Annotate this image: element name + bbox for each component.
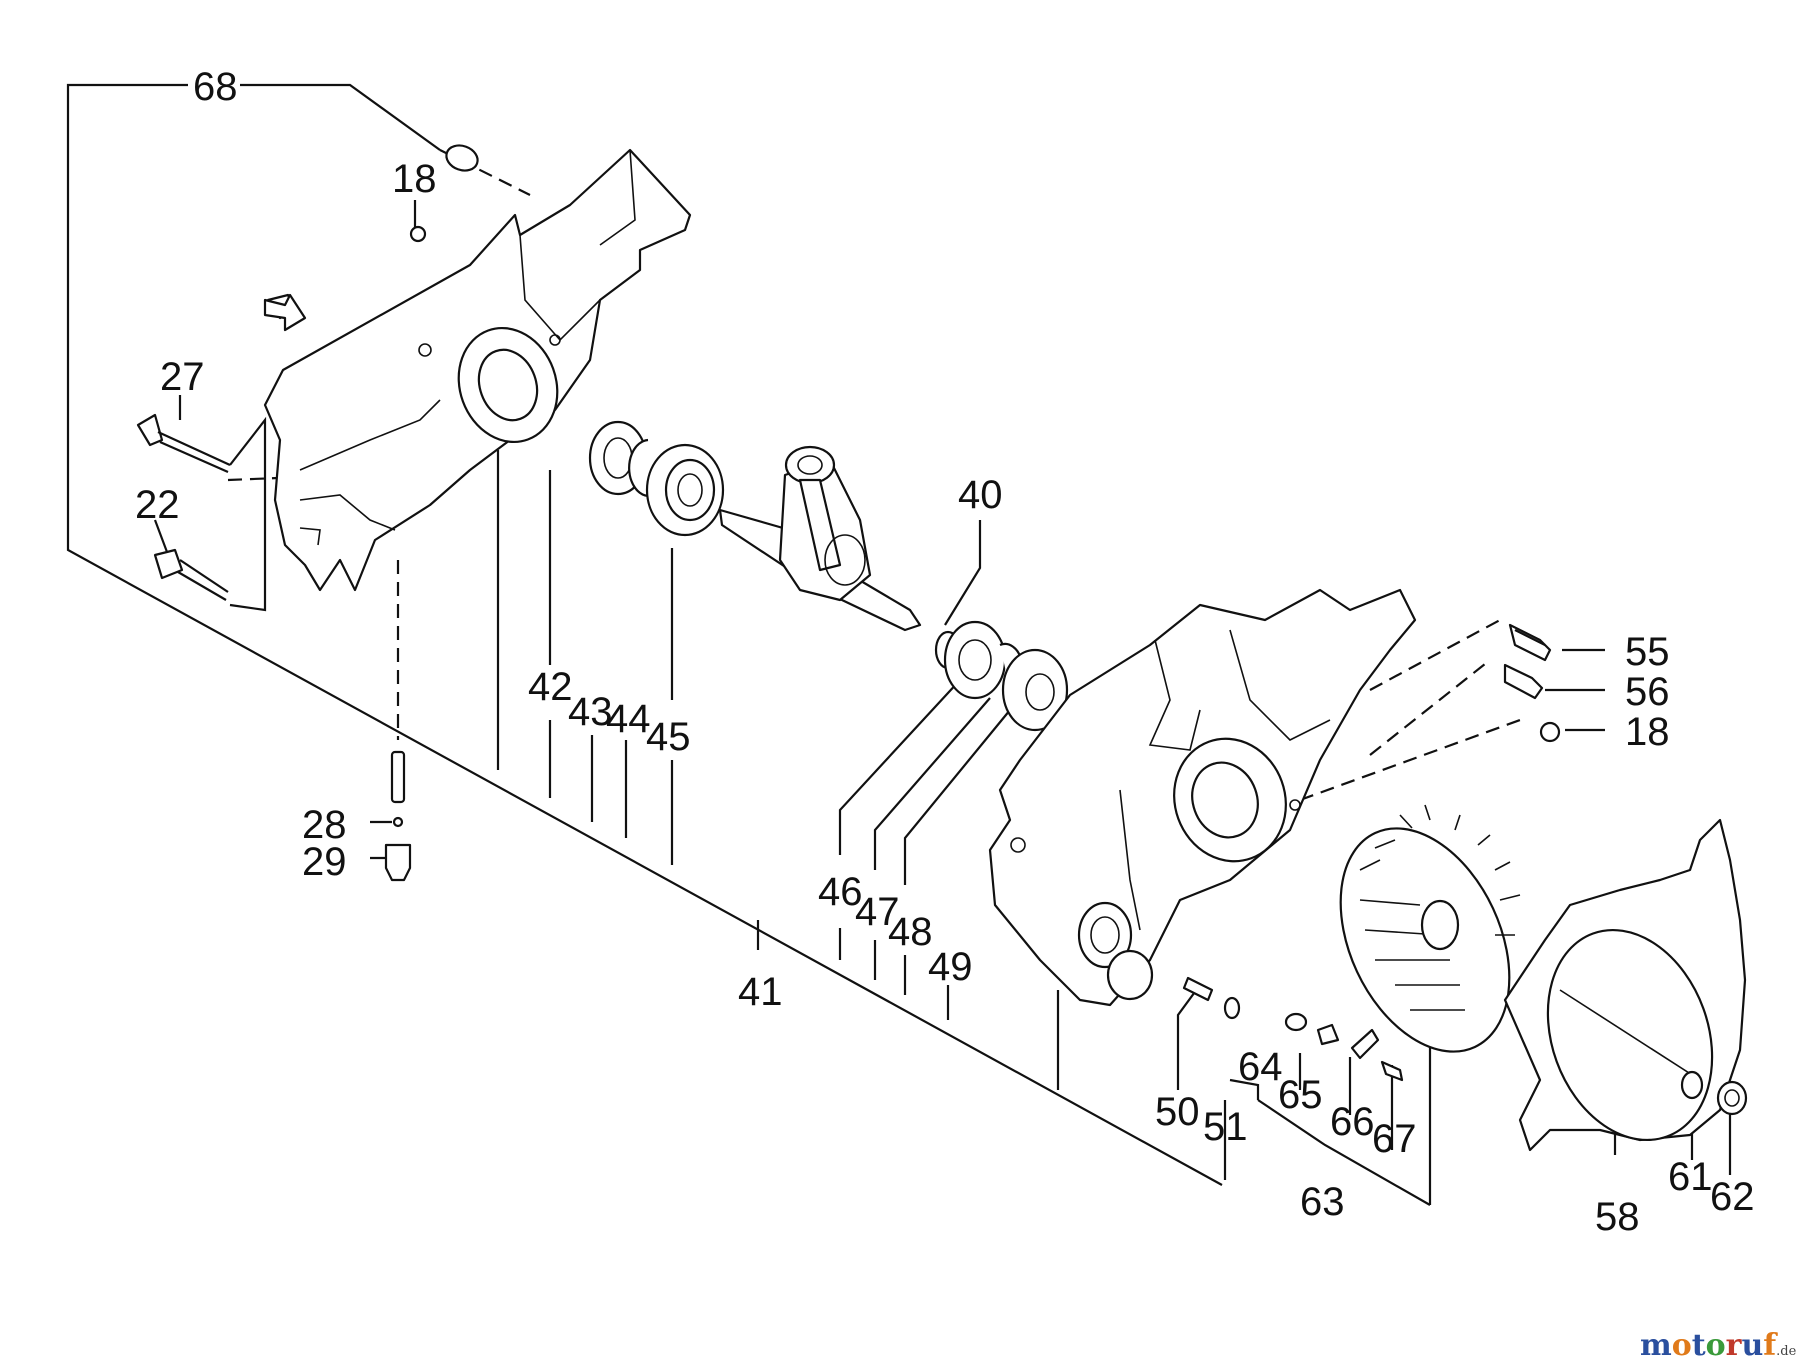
screw-55 [1508, 623, 1552, 662]
crankcase-right-half [988, 588, 1417, 1007]
crankcase-left-half [263, 148, 692, 592]
label-22: 22 [135, 483, 180, 527]
label-48: 48 [888, 910, 933, 954]
label-18: 18 [1625, 710, 1670, 754]
flywheel [1339, 804, 1521, 1053]
bolt-22 [153, 548, 229, 601]
cover-58 [1503, 818, 1747, 1152]
bolt-27 [136, 413, 231, 474]
label-46: 46 [818, 870, 863, 914]
label-44: 44 [606, 697, 651, 741]
label-66: 66 [1330, 1100, 1375, 1144]
bearing-45 [645, 443, 725, 537]
screw-56 [1503, 663, 1544, 700]
label-45: 45 [646, 715, 691, 759]
label-18: 18 [392, 157, 437, 201]
pin-28 [390, 750, 406, 828]
plug-29 [384, 843, 412, 882]
spring-66 [1350, 1028, 1380, 1060]
label-41: 41 [738, 970, 783, 1014]
label-43: 43 [568, 690, 613, 734]
label-63: 63 [1300, 1180, 1345, 1224]
bolt-67 [1380, 1060, 1404, 1082]
part-labels: 68 18 27 22 40 42 43 44 45 28 29 46 47 4… [135, 65, 1755, 1239]
label-67: 67 [1372, 1117, 1417, 1161]
watermark-brand: motoruf.de [1640, 1328, 1797, 1363]
plug-18-right [1539, 721, 1561, 743]
label-58: 58 [1595, 1195, 1640, 1239]
label-68: 68 [193, 65, 238, 109]
label-49: 49 [928, 945, 973, 989]
plug-18-top [409, 225, 427, 243]
pawl-65 [1316, 1023, 1340, 1046]
washer-51 [1223, 996, 1241, 1020]
label-51: 51 [1203, 1105, 1248, 1149]
label-42: 42 [528, 665, 573, 709]
pin-50 [1182, 976, 1214, 1002]
label-27: 27 [160, 355, 205, 399]
plug-68 [445, 144, 479, 172]
label-65: 65 [1278, 1073, 1323, 1117]
motoruf-watermark: motoruf.de [1640, 1328, 1797, 1363]
bearing-47 [943, 620, 1007, 700]
crankshaft [718, 445, 922, 632]
label-62: 62 [1710, 1175, 1755, 1219]
label-47: 47 [855, 890, 900, 934]
label-56: 56 [1625, 670, 1670, 714]
label-50: 50 [1155, 1090, 1200, 1134]
leader-lines [66, 83, 1732, 1206]
seal-49 [1001, 648, 1069, 732]
nut-64 [1284, 1012, 1308, 1032]
label-61: 61 [1668, 1155, 1713, 1199]
label-29: 29 [302, 840, 347, 884]
nut-62 [1716, 1080, 1748, 1116]
label-64: 64 [1238, 1045, 1283, 1089]
label-55: 55 [1625, 630, 1670, 674]
direction-arrow [263, 293, 307, 332]
label-40: 40 [958, 473, 1003, 517]
label-28: 28 [302, 803, 347, 847]
